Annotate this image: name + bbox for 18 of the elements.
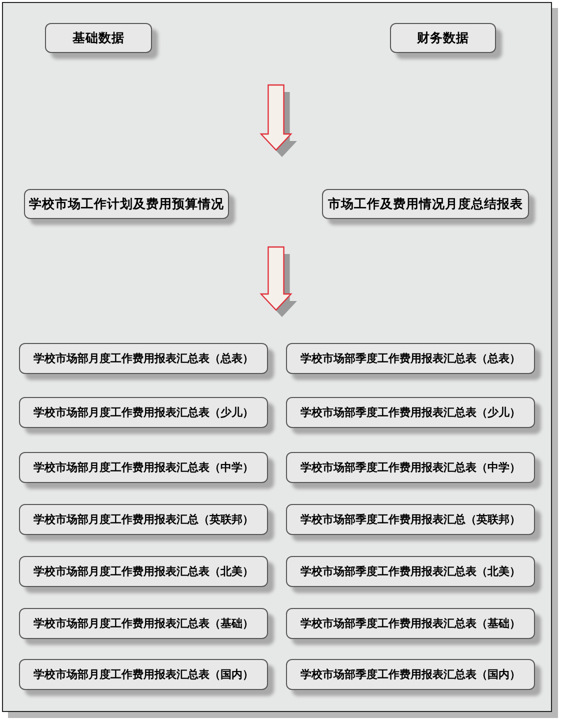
report-box: 基础数据 <box>45 23 152 53</box>
report-box: 财务数据 <box>390 23 496 53</box>
report-box: 学校市场部季度工作费用报表汇总（英联邦） <box>286 504 535 535</box>
report-box: 学校市场部月度工作费用报表汇总表（中学） <box>19 452 268 483</box>
report-box: 学校市场部季度工作费用报表汇总表（少儿） <box>286 397 535 428</box>
report-box: 学校市场部月度工作费用报表汇总表（国内） <box>19 659 268 690</box>
report-box: 学校市场部月度工作费用报表汇总表（北美） <box>19 556 268 587</box>
report-box: 学校市场工作计划及费用预算情况 <box>24 189 229 219</box>
report-box: 学校市场部月度工作费用报表汇总表（基础） <box>19 608 268 639</box>
report-box: 学校市场部月度工作费用报表汇总表（少儿） <box>19 397 268 428</box>
report-box: 学校市场部月度工作费用报表汇总（英联邦） <box>19 504 268 535</box>
report-box: 市场工作及费用情况月度总结报表 <box>322 189 529 219</box>
report-box: 学校市场部月度工作费用报表汇总表（总表） <box>19 343 268 374</box>
report-box: 学校市场部季度工作费用报表汇总表（中学） <box>286 452 535 483</box>
report-box: 学校市场部季度工作费用报表汇总表（国内） <box>286 659 535 690</box>
report-box: 学校市场部季度工作费用报表汇总表（基础） <box>286 608 535 639</box>
report-box: 学校市场部季度工作费用报表汇总表（北美） <box>286 556 535 587</box>
report-box: 学校市场部季度工作费用报表汇总表（总表） <box>286 343 535 374</box>
